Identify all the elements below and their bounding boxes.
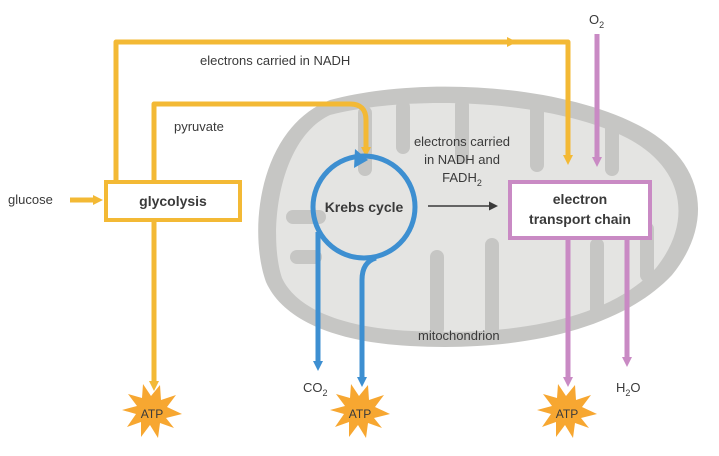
mitochondrion-label: mitochondrion: [418, 328, 500, 343]
nadh-fadh-label-line1: electrons carried: [414, 134, 510, 149]
nadh-fadh-label-line2: in NADH and: [424, 152, 500, 167]
atp-label: ATP: [556, 407, 578, 421]
krebs-cycle-loop: [310, 153, 418, 261]
pyruvate-arrow: [151, 101, 371, 184]
krebs-atp-arrow: [357, 255, 377, 387]
atp-label: ATP: [349, 407, 371, 421]
mitochondrion-inner-space: [276, 103, 679, 332]
krebs-cycle: Krebs cycle: [310, 149, 418, 387]
atp-star-icon: [537, 384, 597, 438]
glycolysis-arrows: [70, 39, 573, 391]
h2o-label: H2O: [616, 380, 641, 398]
nadh-top-label: electrons carried in NADH: [200, 53, 350, 68]
krebs-cycle-label: Krebs cycle: [325, 199, 404, 215]
co2-label: CO2: [303, 380, 328, 398]
atp-star-icon: [122, 384, 182, 438]
etc-group: electron transport chain: [508, 34, 652, 387]
etc-label-line2: transport chain: [529, 211, 631, 227]
nadh-fadh-label-line3: FADH2: [442, 170, 482, 188]
atp-krebs: ATP: [330, 384, 390, 438]
glycolysis-label: glycolysis: [139, 193, 207, 209]
etc-label-line1: electron: [553, 191, 607, 207]
nadh-arrow: [113, 39, 573, 184]
atp-etc: ATP: [537, 384, 597, 438]
etc-box: [508, 180, 652, 240]
atp-star-icon: [330, 384, 390, 438]
glucose-label: glucose: [8, 192, 53, 207]
atp-label: ATP: [141, 407, 163, 421]
atp-glycolysis: ATP: [122, 384, 182, 438]
krebs-cycle-arrowhead: [354, 149, 368, 168]
pyruvate-label: pyruvate: [174, 119, 224, 134]
o2-label: O2: [589, 12, 604, 30]
glycolysis-box: [104, 180, 242, 222]
